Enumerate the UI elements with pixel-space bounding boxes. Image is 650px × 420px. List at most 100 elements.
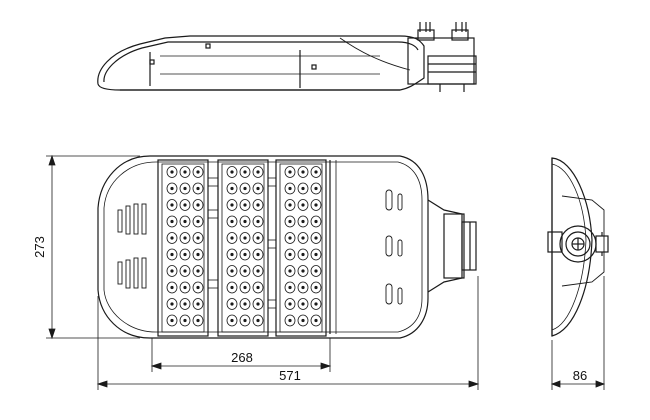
led-chip bbox=[243, 236, 247, 240]
led-lens bbox=[166, 166, 178, 178]
led-chip bbox=[183, 318, 187, 323]
led-lens bbox=[239, 281, 251, 294]
led-chip bbox=[301, 285, 305, 290]
led-chip bbox=[170, 170, 174, 174]
led-lens bbox=[284, 215, 296, 228]
led-chip bbox=[314, 285, 318, 290]
led-chip bbox=[170, 219, 174, 224]
led-lens bbox=[192, 314, 204, 327]
led-lens bbox=[284, 248, 296, 261]
led-lens bbox=[310, 182, 322, 195]
led-lens bbox=[226, 215, 238, 228]
led-chip bbox=[183, 236, 187, 240]
led-lens bbox=[239, 199, 251, 211]
led-chip bbox=[170, 186, 174, 191]
led-chip bbox=[196, 236, 200, 240]
led-lens bbox=[310, 232, 322, 244]
dimension-overall-width: 273 bbox=[32, 236, 47, 258]
led-chip bbox=[256, 236, 260, 240]
led-lens bbox=[239, 166, 251, 178]
led-chip bbox=[288, 285, 292, 290]
led-chip bbox=[230, 203, 234, 207]
led-chip bbox=[170, 269, 174, 273]
top-elevation-view bbox=[97, 22, 477, 92]
right-vent-slots bbox=[385, 189, 403, 305]
led-chip bbox=[183, 186, 187, 191]
dimension-module-width: 268 bbox=[231, 350, 253, 365]
led-lens bbox=[166, 215, 178, 228]
led-lens bbox=[310, 298, 322, 310]
led-chip bbox=[314, 219, 318, 224]
led-chip bbox=[256, 269, 260, 273]
led-chip bbox=[230, 302, 234, 306]
led-chip bbox=[301, 302, 305, 306]
dimension-side-depth: 86 bbox=[573, 368, 587, 383]
dimension-lines bbox=[46, 154, 606, 390]
led-lens bbox=[226, 199, 238, 211]
led-chip bbox=[230, 186, 234, 191]
led-lens bbox=[310, 314, 322, 327]
led-lens bbox=[297, 182, 309, 195]
led-lens bbox=[179, 182, 191, 195]
led-lens bbox=[179, 265, 191, 277]
led-chip bbox=[301, 252, 305, 257]
led-chip bbox=[196, 302, 200, 306]
led-lens bbox=[192, 232, 204, 244]
led-chip bbox=[243, 285, 247, 290]
led-lens bbox=[179, 215, 191, 228]
led-chip bbox=[288, 269, 292, 273]
led-lens bbox=[297, 248, 309, 261]
led-chip bbox=[196, 285, 200, 290]
led-chip bbox=[243, 269, 247, 273]
led-chip bbox=[196, 219, 200, 224]
led-chip bbox=[301, 203, 305, 207]
led-chip bbox=[288, 203, 292, 207]
led-chip bbox=[243, 219, 247, 224]
dimension-overall-length: 571 bbox=[279, 368, 301, 383]
led-lens bbox=[252, 199, 264, 211]
led-lens bbox=[192, 199, 204, 211]
led-chip bbox=[301, 318, 305, 323]
led-lens bbox=[297, 298, 309, 310]
led-chip bbox=[314, 203, 318, 207]
led-lens bbox=[252, 215, 264, 228]
led-chip bbox=[256, 302, 260, 306]
led-lens bbox=[239, 232, 251, 244]
led-lens bbox=[192, 298, 204, 310]
led-chip bbox=[196, 203, 200, 207]
led-chip bbox=[288, 170, 292, 174]
led-chip bbox=[230, 236, 234, 240]
led-lens bbox=[179, 298, 191, 310]
led-lens bbox=[166, 298, 178, 310]
led-chip bbox=[183, 285, 187, 290]
led-lens bbox=[310, 281, 322, 294]
led-lens bbox=[166, 281, 178, 294]
led-chip bbox=[243, 203, 247, 207]
led-chip bbox=[196, 186, 200, 191]
led-lens bbox=[284, 199, 296, 211]
led-lens bbox=[226, 314, 238, 327]
led-lens bbox=[226, 265, 238, 277]
led-lens bbox=[297, 314, 309, 327]
led-lens bbox=[284, 298, 296, 310]
led-lens bbox=[310, 199, 322, 211]
plan-view bbox=[97, 155, 477, 339]
led-chip bbox=[288, 186, 292, 191]
led-chip bbox=[256, 252, 260, 257]
led-chip bbox=[243, 170, 247, 174]
led-lens bbox=[226, 232, 238, 244]
led-chip bbox=[196, 252, 200, 257]
led-chip bbox=[230, 219, 234, 224]
led-chip bbox=[170, 285, 174, 290]
led-chip bbox=[314, 318, 318, 323]
led-chip bbox=[170, 318, 174, 323]
led-chip bbox=[196, 318, 200, 323]
led-lens bbox=[226, 182, 238, 195]
led-lens bbox=[166, 248, 178, 261]
led-lens bbox=[297, 281, 309, 294]
led-lens bbox=[252, 248, 264, 261]
led-lens bbox=[179, 248, 191, 261]
led-lens bbox=[252, 232, 264, 244]
led-lens bbox=[166, 265, 178, 277]
